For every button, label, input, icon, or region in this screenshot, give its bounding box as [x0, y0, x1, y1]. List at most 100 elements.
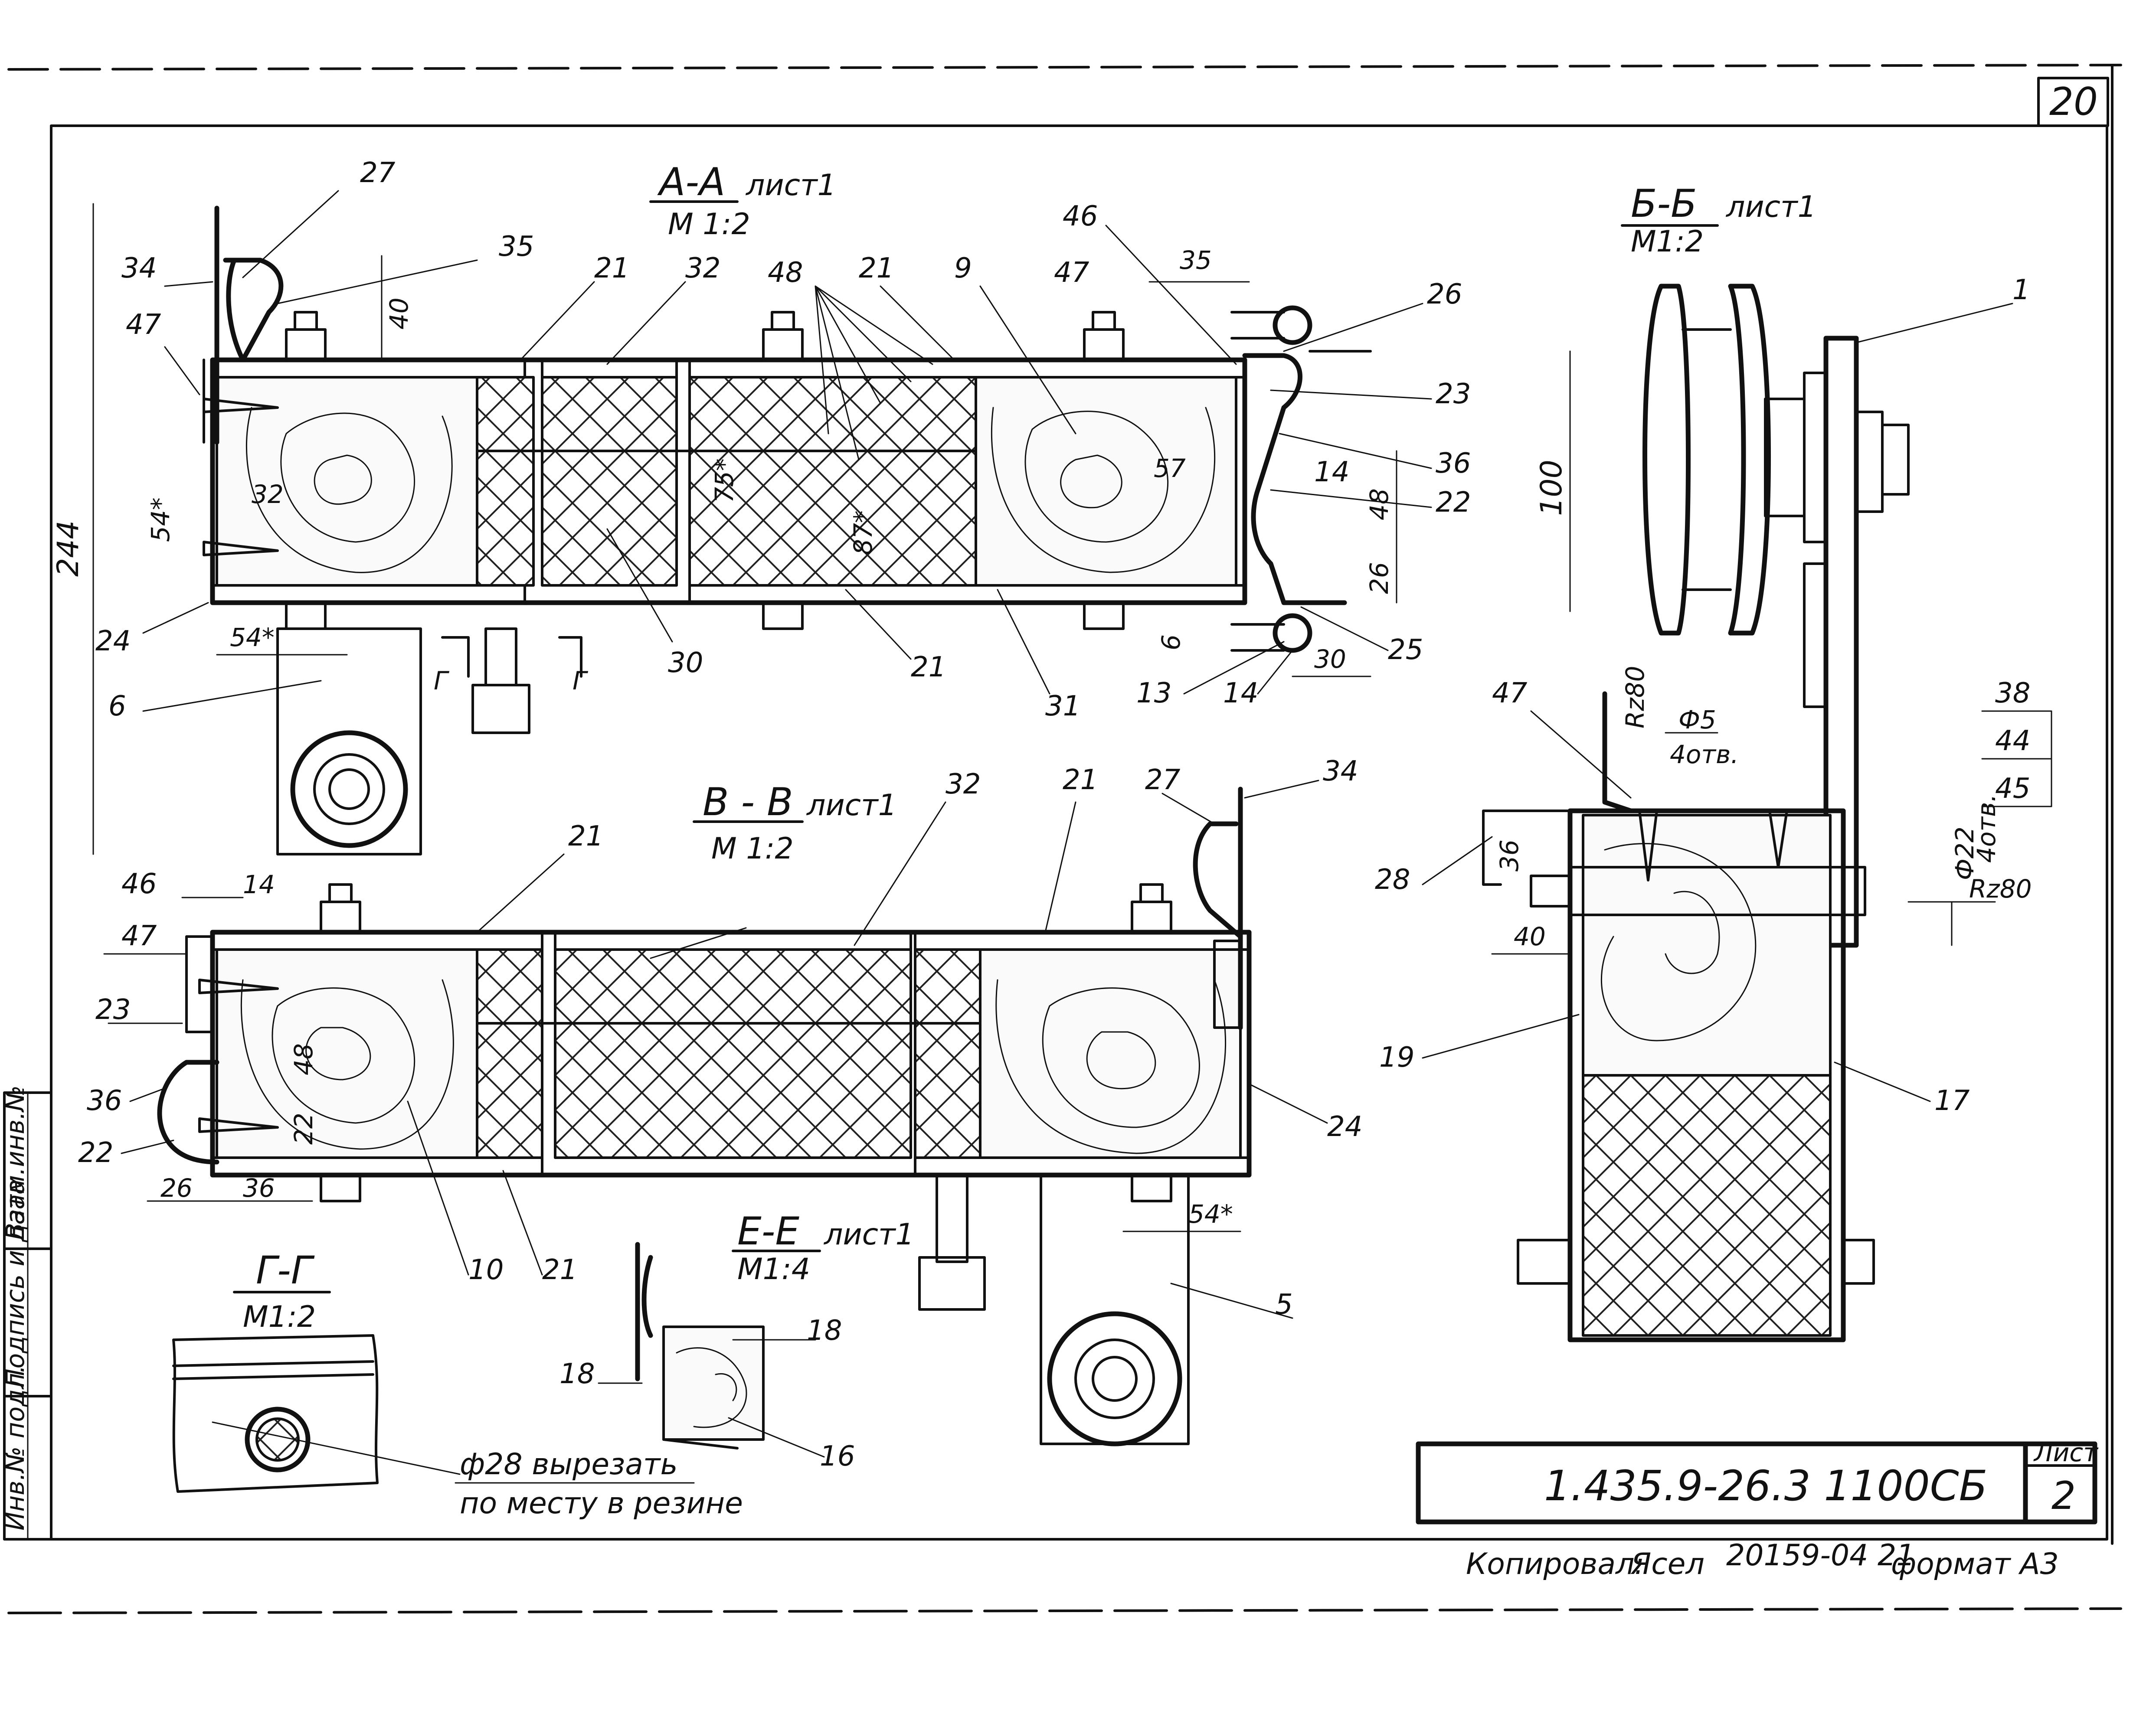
leader-25: 25 [1388, 634, 1423, 666]
vv-roller-5 [1047, 1311, 1182, 1446]
leader-27-aa: 27 [360, 157, 396, 189]
section-vv-ref: лист1 [806, 788, 897, 823]
aa-seal-right [1242, 353, 1347, 605]
bb-dim-holes1: 4отв. [1670, 740, 1739, 769]
aa-dim-100: 100 [1534, 460, 1569, 516]
side-stamp: Инв.№ подл. Подпись и дата Взам.инв.№ [0, 1085, 52, 1541]
leader-21-aa-3: 21 [911, 651, 946, 683]
leader-21-aa-1: 21 [594, 252, 629, 284]
bb-dim-rz80-top: Rz80 [1620, 666, 1650, 728]
title-sheet-value: 2 [2051, 1473, 2076, 1518]
leader-27-vv: 27 [1145, 764, 1181, 796]
aa-cut-mark-left: Г [434, 666, 450, 695]
section-gg-scale: М1:2 [243, 1300, 316, 1334]
leader-47-bb: 47 [1492, 677, 1528, 709]
leader-19: 19 [1379, 1041, 1414, 1074]
leader-23-aa: 23 [1436, 378, 1471, 410]
footer-format: формат А3 [1891, 1547, 2059, 1581]
vv-dim-54: 54* [1188, 1199, 1233, 1229]
leader-32-aa: 32 [685, 252, 720, 284]
aa-timber-right [975, 376, 1237, 587]
aa-bolt-1 [285, 311, 327, 361]
bb-dim-rz80: Rz80 [1969, 874, 2032, 904]
section-ee: Е-Е лист1 М1:4 18 18 16 [559, 1209, 914, 1472]
leader-34-aa: 34 [121, 252, 157, 284]
ee-timber [662, 1325, 765, 1441]
aa-dim-57: 57 [1154, 454, 1186, 483]
bb-dim-phi5: Ф5 [1678, 705, 1716, 735]
aa-dim-87: 87* [848, 510, 878, 555]
leader-47-aa: 47 [126, 309, 161, 341]
gg-hole [245, 1407, 311, 1472]
stamp-inventory-label: Инв.№ подл. [0, 1365, 30, 1531]
leader-22-vv: 22 [78, 1137, 113, 1169]
aa-hinge-top [1273, 305, 1312, 345]
aa-top-strip-1 [211, 359, 526, 379]
aa-wood-grain-right [991, 407, 1216, 573]
sheet-border [50, 124, 2108, 1541]
aa-dim-30: 30 [1314, 644, 1346, 674]
bb-pulley [1642, 284, 1771, 636]
sheet-number-box: 20 [2037, 77, 2109, 127]
aa-dim-32: 32 [252, 480, 284, 509]
section-vv-title: В - В [703, 780, 793, 824]
section-aa-ref: лист1 [745, 168, 836, 202]
aa-bracket-6 [276, 627, 422, 855]
aa-bottom-strip-2 [688, 584, 1246, 604]
stamp-replace-label: Взам.инв.№ [0, 1085, 30, 1240]
aa-seal-left [223, 258, 284, 362]
aa-dim-54-bottom: 54* [230, 623, 275, 652]
aa-bolt-2 [762, 311, 804, 361]
vv-dim-14: 14 [243, 870, 275, 899]
leader-22-aa: 22 [1436, 486, 1471, 519]
aa-insulation-2 [541, 376, 678, 587]
aa-dim-244: 244 [51, 520, 85, 577]
aa-cut-mark-right: Г [573, 666, 589, 695]
leader-14-aa-2: 14 [1223, 677, 1258, 709]
leader-34-vv: 34 [1323, 755, 1358, 787]
leader-24-vv: 24 [1327, 1111, 1362, 1143]
leader-46-vv: 46 [121, 868, 157, 900]
footer: Копировал: Ясел 20159-04 21 формат А3 [1466, 1538, 2059, 1581]
leader-21-vv-3: 21 [542, 1254, 577, 1286]
aa-dim-6: 6 [1156, 634, 1186, 650]
section-bb-scale: М1:2 [1631, 225, 1704, 259]
leader-23-vv: 23 [95, 994, 131, 1026]
leader-36-vv: 36 [87, 1085, 122, 1117]
leader-35: 35 [499, 231, 534, 263]
leader-16: 16 [820, 1440, 855, 1472]
aa-dim-48: 48 [1364, 488, 1394, 520]
leader-44: 44 [1995, 725, 2030, 757]
aa-dim-40: 40 [384, 297, 414, 330]
bb-wood-grain [1600, 843, 1757, 1041]
aa-top-strip-3 [688, 359, 1246, 379]
vv-insulation-3 [914, 948, 981, 1159]
aa-dim-26: 26 [1364, 562, 1394, 594]
leader-10: 10 [468, 1254, 504, 1286]
aa-wood-grain-left [245, 407, 453, 573]
aa-insulation-3 [688, 376, 977, 587]
leader-45: 45 [1995, 773, 2030, 805]
vv-bracket-5 [1040, 1174, 1190, 1445]
title-block: 1.435.9-26.3 1100СБ Лист 2 [1416, 1438, 2099, 1525]
leader-18-ee-2: 18 [559, 1358, 595, 1390]
bb-dim-phi22: Ф22 [1950, 826, 1979, 880]
sheet-number: 20 [2049, 79, 2098, 124]
vv-wood-grain-right [995, 979, 1227, 1154]
section-aa-title: А-А [657, 160, 725, 204]
vv-wood-grain-left [240, 979, 454, 1150]
leader-36-aa: 36 [1436, 447, 1471, 480]
aa-dim-75: 75* [710, 458, 739, 503]
vv-dim-36: 36 [243, 1173, 275, 1203]
section-bb-title: Б-Б [1631, 181, 1697, 226]
footer-order: 20159-04 21 [1726, 1538, 1915, 1573]
aa-insulation-1 [476, 376, 535, 587]
leader-1: 1 [2012, 274, 2030, 306]
vv-dim-22: 22 [289, 1113, 318, 1145]
section-ee-scale: М1:4 [737, 1252, 810, 1286]
section-aa: А-А лист1 М 1:2 [51, 157, 1571, 855]
gg-note-line2: по месту в резине [460, 1486, 743, 1521]
footer-copied-label: Копировал: [1466, 1547, 1644, 1581]
section-vv: В - В лист1 М 1:2 [78, 755, 1362, 1446]
leader-38: 38 [1995, 677, 2030, 709]
